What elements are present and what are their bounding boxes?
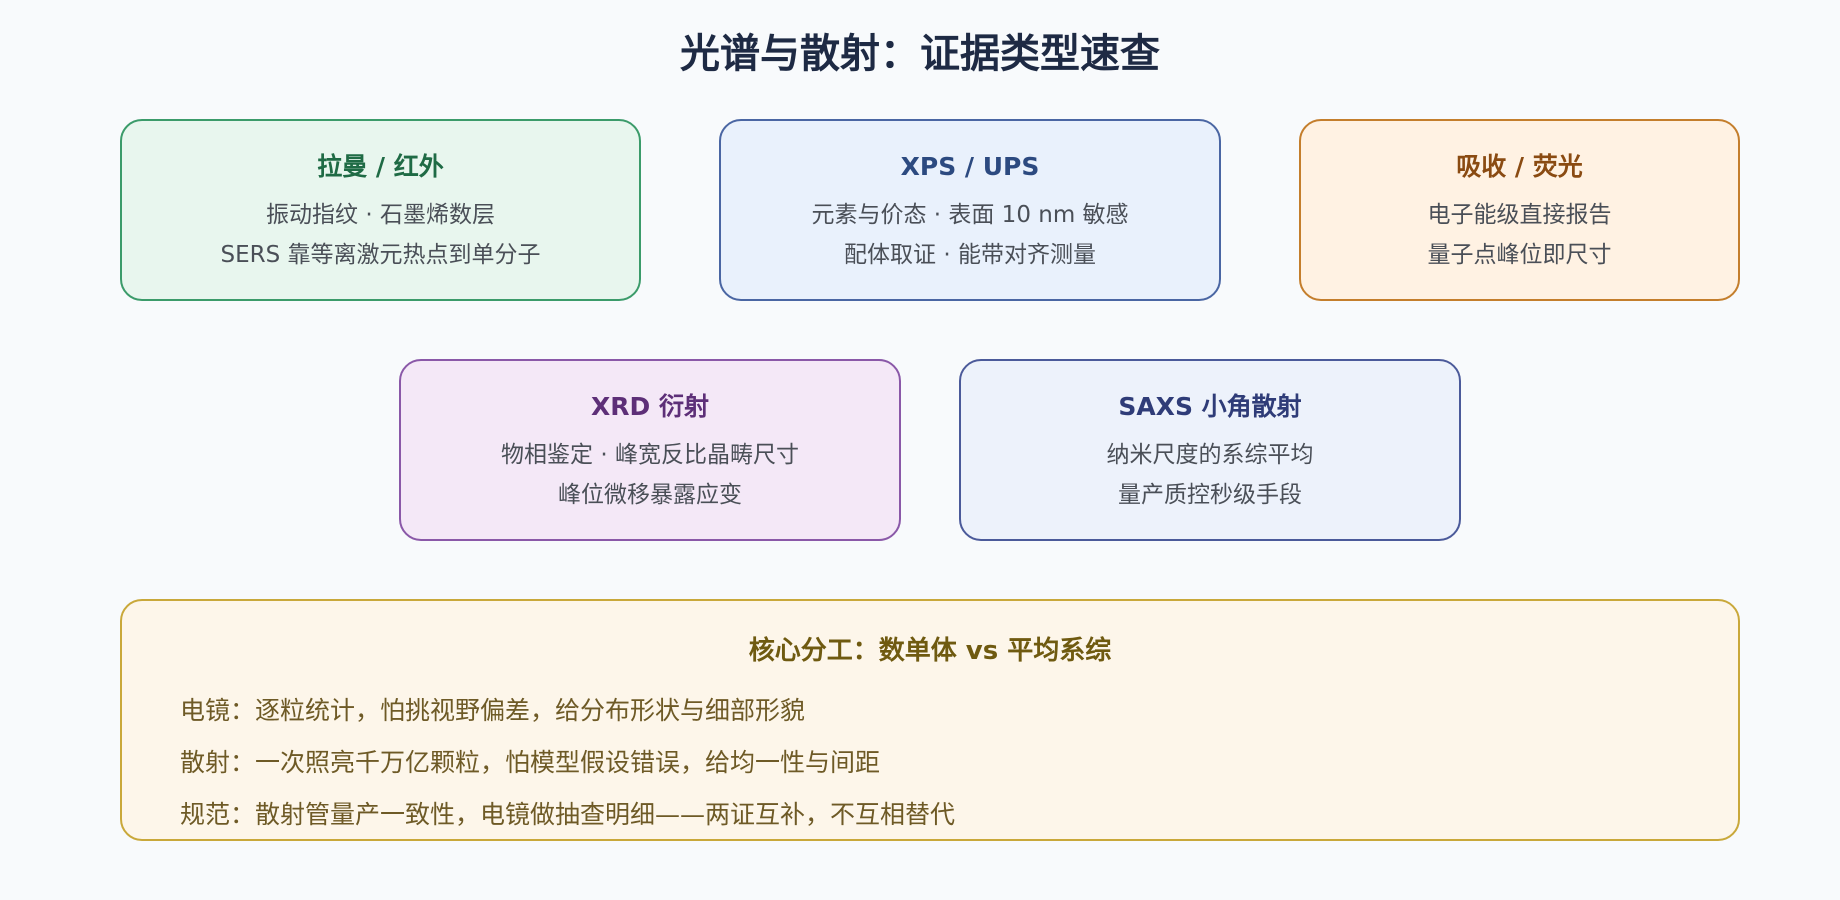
card-title: SAXS 小角散射 — [1118, 392, 1302, 421]
summary-item-scattering: 散射：一次照亮千万亿颗粒，怕模型假设错误，给均一性与间距 — [180, 748, 881, 777]
page-title: 光谱与散射：证据类型速查 — [680, 31, 1160, 77]
card-line: 量子点峰位即尺寸 — [1427, 242, 1612, 268]
summary-title: 核心分工：数单体 vs 平均系综 — [748, 636, 1112, 666]
card-xrd: XRD 衍射 物相鉴定 · 峰宽反比晶畴尺寸 峰位微移暴露应变 — [399, 359, 901, 541]
card-title: 吸收 / 荧光 — [1456, 152, 1583, 181]
card-title: XRD 衍射 — [591, 392, 709, 421]
card-line: SERS 靠等离激元热点到单分子 — [220, 242, 541, 268]
card-line: 物相鉴定 · 峰宽反比晶畴尺寸 — [501, 442, 799, 468]
summary-list: 电镜：逐粒统计，怕挑视野偏差，给分布形状与细部形貌 散射：一次照亮千万亿颗粒，怕… — [180, 685, 1738, 841]
card-line: 元素与价态 · 表面 10 nm 敏感 — [811, 202, 1129, 228]
card-absorption-fluorescence: 吸收 / 荧光 电子能级直接报告 量子点峰位即尺寸 — [1299, 119, 1740, 301]
summary-item-norm: 规范：散射管量产一致性，电镜做抽查明细——两证互补，不互相替代 — [180, 800, 956, 829]
card-line: 峰位微移暴露应变 — [558, 482, 742, 508]
card-line: 电子能级直接报告 — [1427, 202, 1612, 228]
summary-item-em: 电镜：逐粒统计，怕挑视野偏差，给分布形状与细部形貌 — [180, 696, 806, 725]
card-raman-ir: 拉曼 / 红外 振动指纹 · 石墨烯数层 SERS 靠等离激元热点到单分子 — [120, 119, 641, 301]
card-xps-ups: XPS / UPS 元素与价态 · 表面 10 nm 敏感 配体取证 · 能带对… — [719, 119, 1221, 301]
summary-box: 核心分工：数单体 vs 平均系综 电镜：逐粒统计，怕挑视野偏差，给分布形状与细部… — [120, 599, 1740, 841]
card-title: XPS / UPS — [900, 152, 1040, 181]
card-title: 拉曼 / 红外 — [317, 152, 444, 181]
card-saxs: SAXS 小角散射 纳米尺度的系综平均 量产质控秒级手段 — [959, 359, 1461, 541]
card-line: 量产质控秒级手段 — [1118, 482, 1302, 508]
card-line: 振动指纹 · 石墨烯数层 — [266, 202, 495, 228]
card-line: 配体取证 · 能带对齐测量 — [844, 242, 1096, 268]
card-line: 纳米尺度的系综平均 — [1106, 442, 1314, 468]
